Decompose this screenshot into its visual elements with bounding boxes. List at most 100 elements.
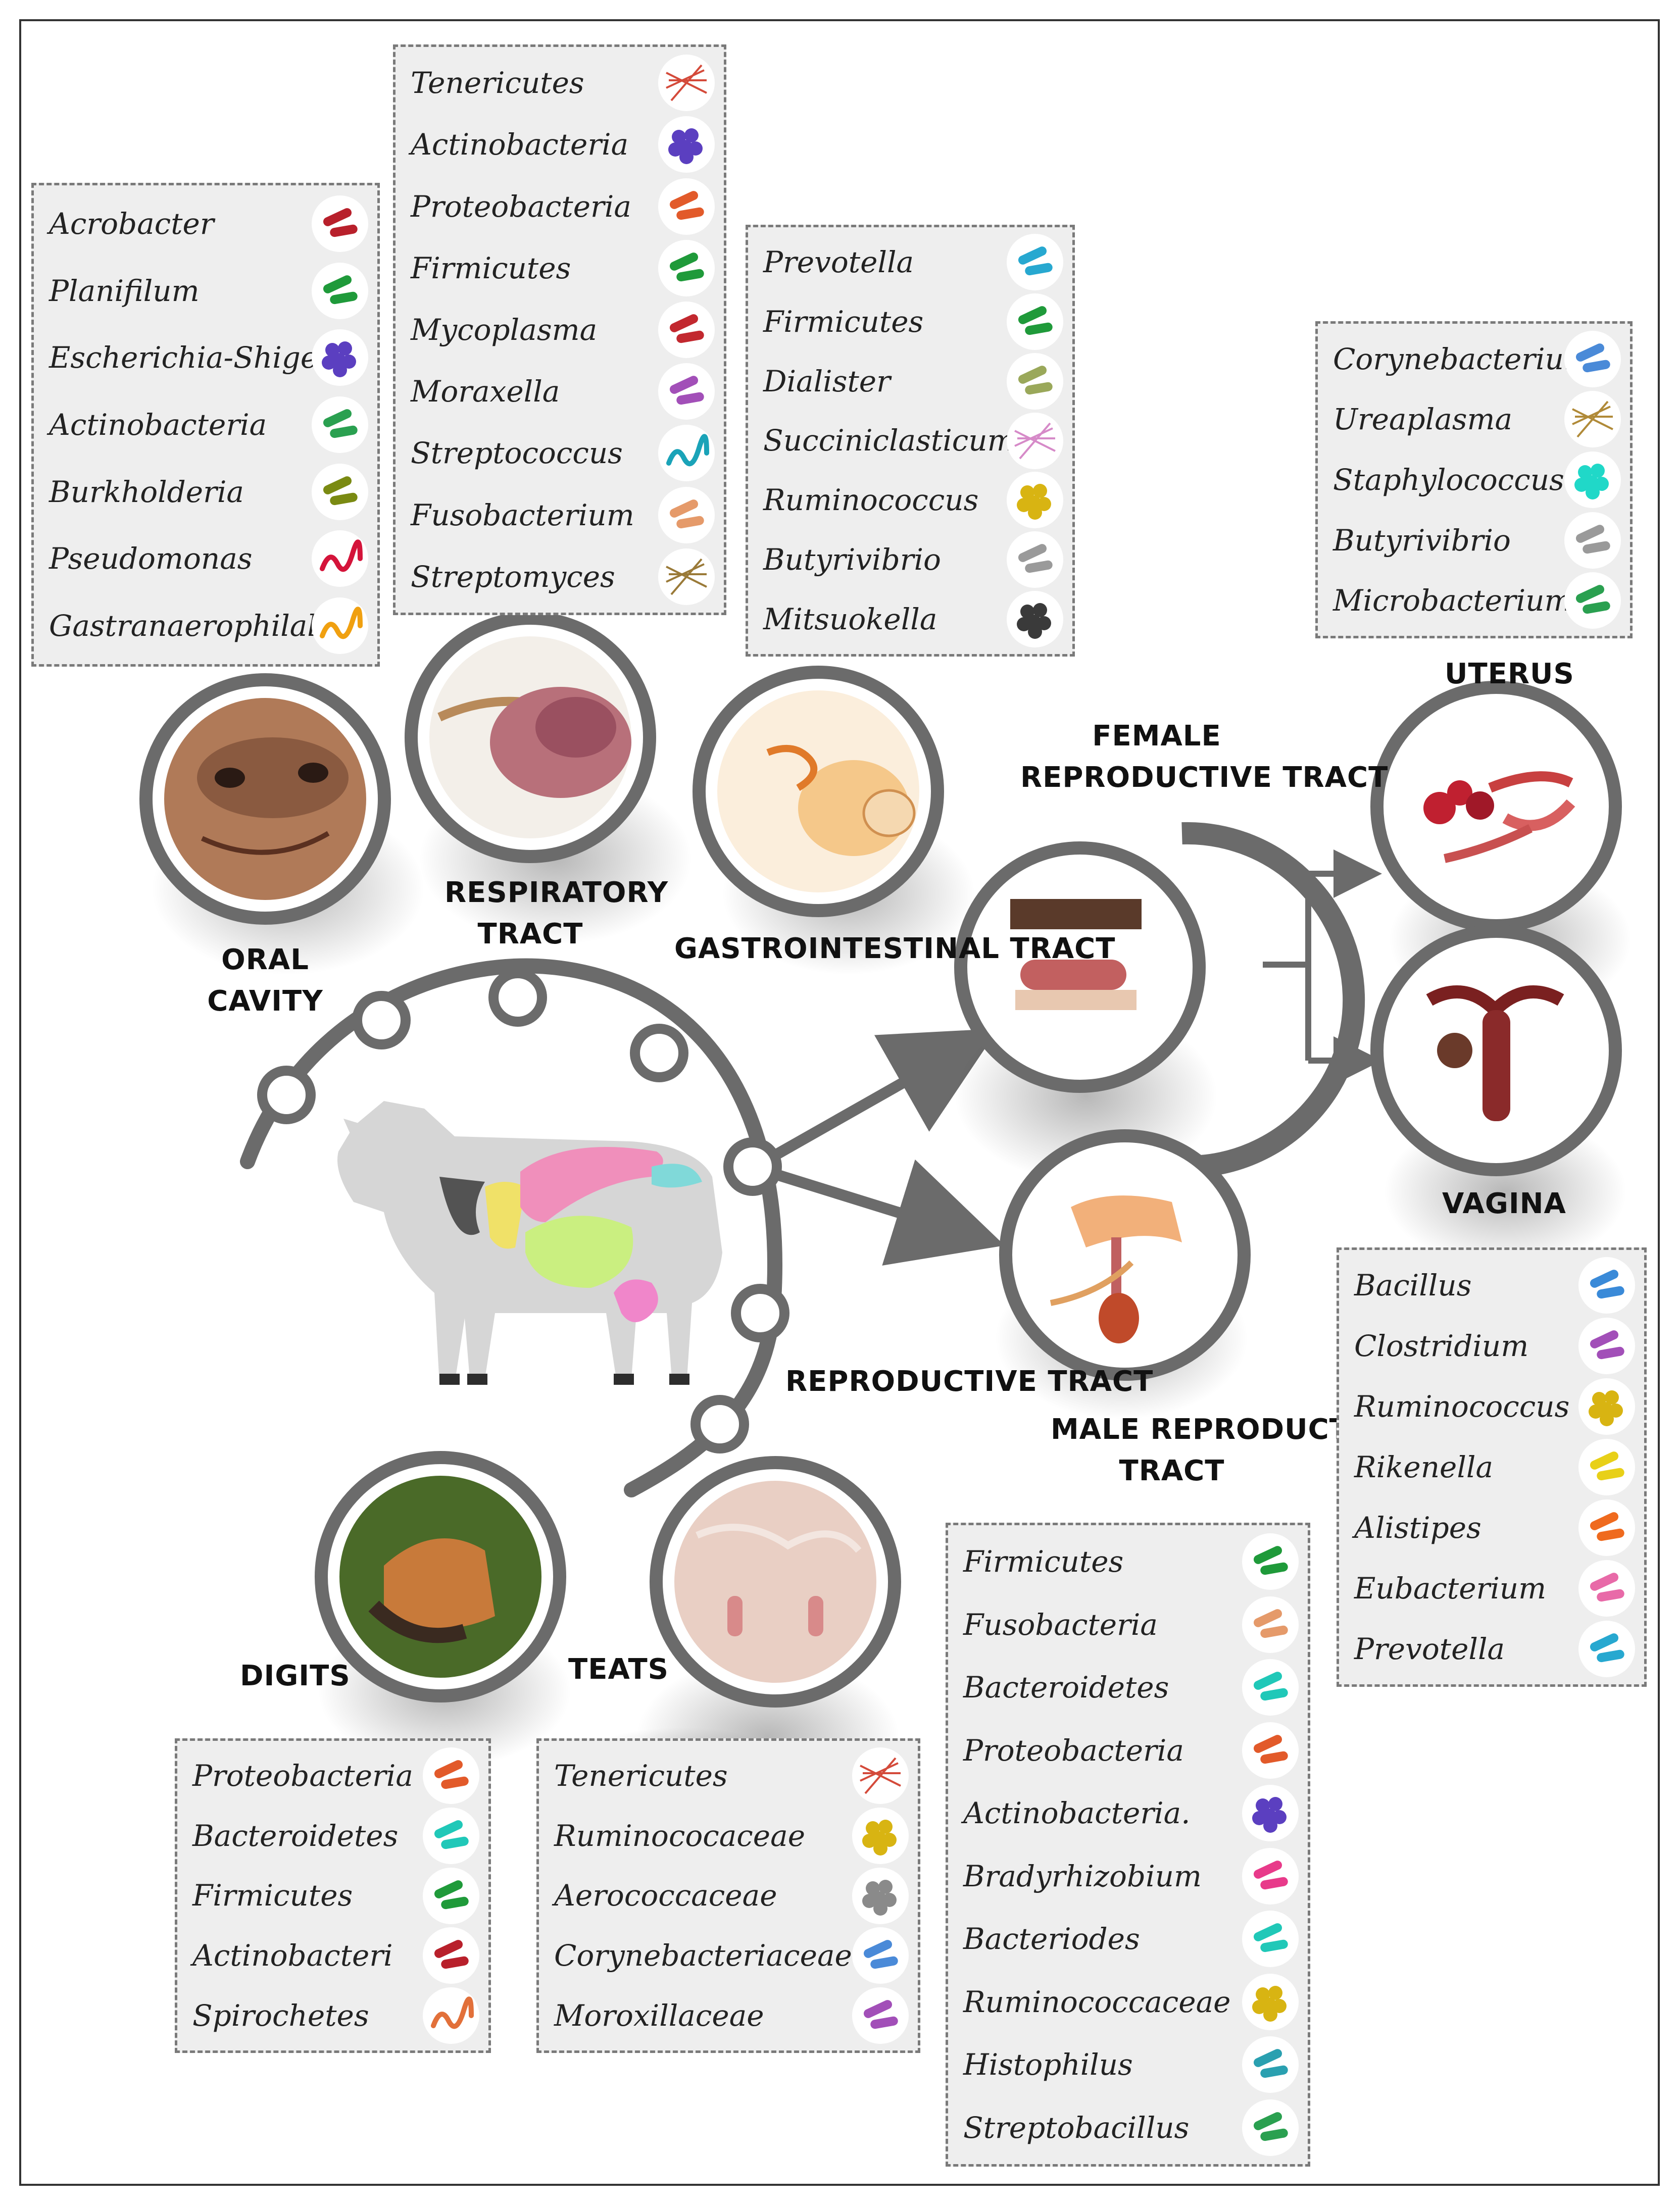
red-spiral-icon bbox=[312, 530, 368, 587]
list-item: Gastranaerophilales bbox=[49, 592, 349, 659]
pink-rod-icon bbox=[1242, 1847, 1299, 1905]
list-item: Proteobacteria bbox=[192, 1746, 413, 1806]
label-uterus: UTERUS bbox=[1445, 658, 1574, 690]
list-item: Eubacterium bbox=[1354, 1558, 1546, 1619]
list-item: Spirochetes bbox=[192, 1985, 369, 2045]
list-item: Firmicutes bbox=[192, 1866, 353, 1926]
respiratory-tract-photo bbox=[405, 612, 656, 863]
orange-curved-rod-icon bbox=[658, 178, 715, 235]
brown-filaments-icon bbox=[658, 548, 715, 605]
blue-rods-icon bbox=[1578, 1621, 1635, 1677]
bacterium-name: Proteobacteria bbox=[963, 1733, 1184, 1768]
bacterium-name: Firmicutes bbox=[763, 304, 924, 339]
list-item: Proteobacteria bbox=[963, 1719, 1184, 1782]
list-item: Firmicutes bbox=[963, 1530, 1123, 1593]
brown-filaments-icon bbox=[1564, 391, 1621, 448]
bacterium-name: Corynebacterium bbox=[1333, 341, 1592, 376]
bacterium-name: Moraxella bbox=[411, 374, 560, 409]
bacterium-name: Actinobacteria bbox=[411, 127, 629, 162]
list-item: Butyrivibrio bbox=[763, 530, 941, 589]
figure-border bbox=[19, 19, 1660, 2186]
list-item: Ruminococcus bbox=[1354, 1376, 1569, 1437]
bacterium-name: Proteobacteria bbox=[411, 189, 631, 224]
bacterium-name: Butyrivibrio bbox=[763, 542, 941, 577]
bacterium-name: Streptococcus bbox=[411, 436, 623, 471]
list-item: Streptococcus bbox=[411, 422, 623, 484]
bacterium-name: Corynebacteriaceae bbox=[554, 1938, 852, 1973]
list-item: Prevotella bbox=[763, 232, 914, 292]
bacterium-name: Histophilus bbox=[963, 2047, 1133, 2082]
label-vagina: VAGINA bbox=[1442, 1187, 1566, 1220]
list-item: Dialister bbox=[763, 352, 891, 411]
purple-rods-icon bbox=[1578, 1318, 1635, 1374]
blue-club-rods-icon bbox=[852, 1927, 909, 1984]
bacterium-name: Rikenella bbox=[1354, 1450, 1494, 1484]
bacterium-name: Firmicutes bbox=[192, 1878, 353, 1913]
list-item: Histophilus bbox=[963, 2033, 1133, 2096]
list-item: Bacteroidetes bbox=[192, 1806, 398, 1866]
yellow-cocci-icon bbox=[852, 1807, 909, 1864]
list-item: Corynebacterium bbox=[1333, 329, 1592, 389]
bacterium-name: Firmicutes bbox=[411, 250, 571, 285]
bacterium-name: Mycoplasma bbox=[411, 312, 598, 347]
bacterium-name: Bradyrhizobium bbox=[963, 1859, 1202, 1893]
list-item: Butyrivibrio bbox=[1333, 510, 1511, 571]
bacterium-name: Planifilum bbox=[49, 273, 200, 308]
list-item: Mitsuokella bbox=[763, 589, 937, 649]
green-rod-icon bbox=[1242, 1533, 1299, 1590]
red-curved-rod-icon bbox=[423, 1927, 479, 1984]
vagina-photo bbox=[1370, 925, 1622, 1176]
bacterium-name: Aerococcaceae bbox=[554, 1878, 777, 1913]
uterus-photo bbox=[1370, 681, 1622, 932]
purple-rods-icon bbox=[658, 363, 715, 420]
list-item: Aerococcaceae bbox=[554, 1866, 777, 1926]
label-teats: TEATS bbox=[568, 1653, 669, 1686]
cyan-cocci-cluster-icon bbox=[1564, 452, 1621, 508]
bacterium-name: Actinobacteria bbox=[49, 407, 267, 442]
bacterium-name: Actinobacteria. bbox=[963, 1796, 1191, 1831]
blue-club-rods-icon bbox=[1564, 330, 1621, 387]
bacterium-name: Tenericutes bbox=[554, 1759, 728, 1793]
bacterium-name: Microbacterium bbox=[1333, 583, 1572, 618]
green-rods-icon bbox=[1242, 2099, 1299, 2156]
bacterium-name: Bacillus bbox=[1354, 1268, 1472, 1302]
branch-connector bbox=[1263, 874, 1311, 1061]
yellow-cocci-icon bbox=[1578, 1378, 1635, 1435]
bacterium-name: Butyrivibrio bbox=[1333, 523, 1511, 558]
green-rods-icon bbox=[1564, 572, 1621, 629]
cyan-rod-icon bbox=[423, 1807, 479, 1864]
oral-cavity-photo bbox=[139, 673, 391, 925]
bacterium-name: Ruminococaceae bbox=[554, 1818, 806, 1853]
orange-curved-rod-icon bbox=[423, 1747, 479, 1805]
cyan-rod-icon bbox=[1242, 1911, 1299, 1968]
dark-cocci-icon bbox=[1007, 591, 1063, 648]
orange-curved-rod-icon bbox=[1242, 1722, 1299, 1779]
green-rod-icon bbox=[658, 239, 715, 296]
list-item: Clostridium bbox=[1354, 1316, 1528, 1376]
grey-rods-icon bbox=[1007, 531, 1063, 588]
list-item: Escherichia-Shigella bbox=[49, 324, 354, 391]
bacterium-name: Fusobacterium bbox=[411, 497, 634, 532]
bacterium-name: Ruminococcus bbox=[763, 483, 979, 518]
list-item: Actinobacteria bbox=[411, 114, 628, 175]
blue-rods-icon bbox=[1007, 233, 1063, 290]
purple-cocci-cluster-icon bbox=[658, 116, 715, 173]
bacterium-name: Tenericutes bbox=[411, 66, 584, 101]
cyan-rod-icon bbox=[1242, 1659, 1299, 1716]
list-item: Burkholderia bbox=[49, 458, 244, 525]
list-item: Rikenella bbox=[1354, 1437, 1493, 1497]
list-item: Prevotella bbox=[1354, 1619, 1505, 1679]
orange-rods-icon bbox=[1578, 1499, 1635, 1556]
bacterium-name: Burkholderia bbox=[49, 474, 244, 509]
bacterium-name: Escherichia-Shigella bbox=[49, 340, 354, 375]
bacterium-name: Proteobacteria bbox=[192, 1759, 413, 1793]
bacterium-name: Fusobacteria bbox=[963, 1607, 1158, 1642]
list-item: Tenericutes bbox=[554, 1746, 728, 1806]
bacterium-name: Bacteriodes bbox=[963, 1922, 1140, 1957]
olive-rods-icon bbox=[1007, 353, 1063, 410]
list-item: Succiniclasticum bbox=[763, 411, 1015, 471]
bacterium-name: Dialister bbox=[763, 364, 891, 398]
grey-rods-icon bbox=[1564, 512, 1621, 569]
